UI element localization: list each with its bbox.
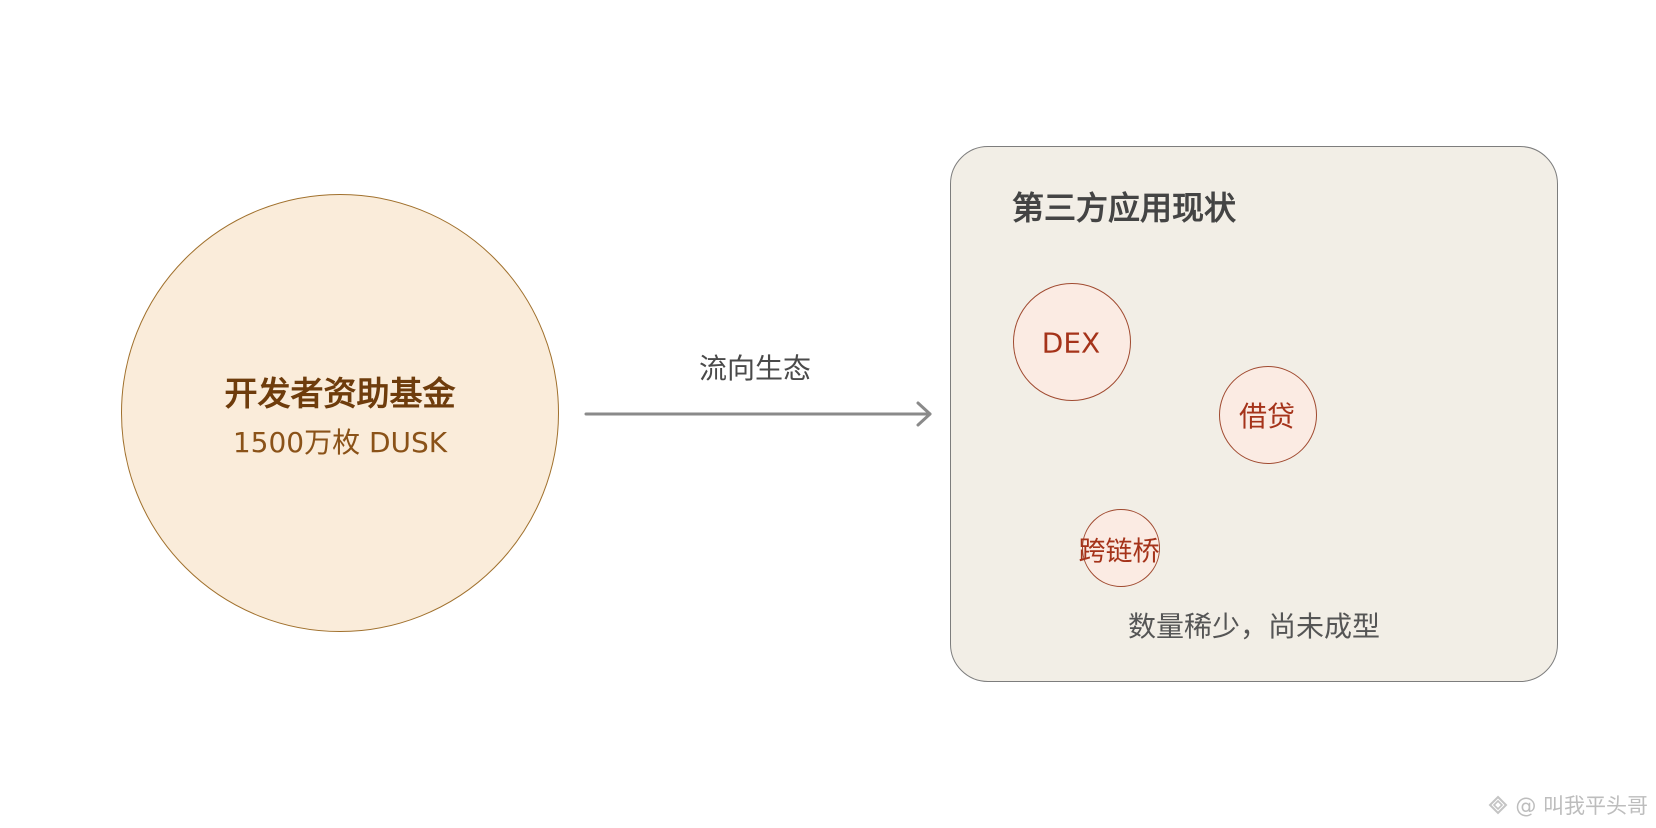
app-label-lending: 借贷 xyxy=(1238,400,1296,433)
watermark-logo-icon xyxy=(1488,795,1508,815)
ecosystem-panel: 第三方应用现状 DEX 借贷 跨链桥 数量稀少，尚未成型 xyxy=(950,146,1558,682)
fund-title: 开发者资助基金 xyxy=(224,374,456,413)
app-label-dex: DEX xyxy=(1041,326,1101,360)
watermark-text: @ 叫我平头哥 xyxy=(1515,794,1648,818)
flow-label: 流向生态 xyxy=(698,352,811,385)
developer-fund-circle: 开发者资助基金 1500万枚 DUSK xyxy=(121,194,559,632)
app-bubble-bridge xyxy=(1082,509,1160,587)
ecosystem-title: 第三方应用现状 xyxy=(1012,189,1237,227)
app-label-bridge: 跨链桥 xyxy=(1078,536,1160,568)
fund-amount: 1500万枚 DUSK xyxy=(232,426,448,459)
ecosystem-status: 数量稀少，尚未成型 xyxy=(1127,610,1380,643)
watermark: @ 叫我平头哥 xyxy=(1487,790,1648,820)
app-bubble-dex xyxy=(1013,283,1131,401)
flow-arrow-icon xyxy=(584,401,932,427)
app-bubble-lending xyxy=(1219,366,1317,464)
